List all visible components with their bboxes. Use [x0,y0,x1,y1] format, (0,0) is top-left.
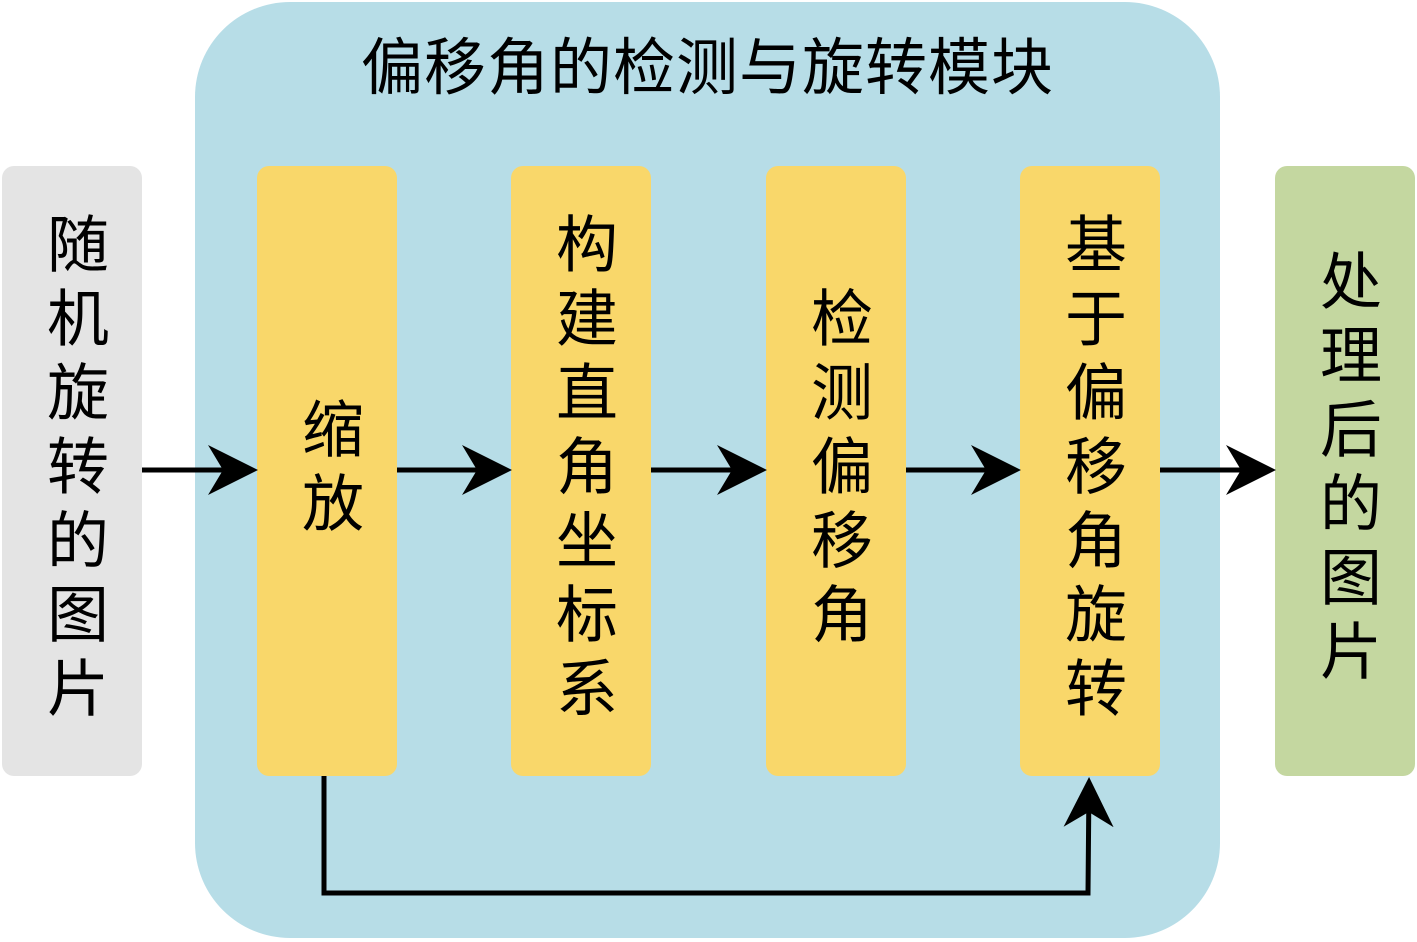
step-scale-label: 缩放 [291,397,364,545]
input-image-box: 随机旋转的图片 [2,166,142,776]
module-title: 偏移角的检测与旋转模块 [360,31,1054,104]
step-coordinate-system-box: 构建直角坐标系 [511,166,651,776]
output-image-box: 处理后的图片 [1275,166,1415,776]
step-rotate-box: 基于偏移角旋转 [1020,166,1160,776]
output-image-label: 处理后的图片 [1309,249,1382,693]
step-rotate-label: 基于偏移角旋转 [1054,212,1127,730]
step-scale-box: 缩放 [257,166,397,776]
step-detect-angle-label: 检测偏移角 [800,286,873,656]
input-image-label: 随机旋转的图片 [36,212,109,730]
step-coordinate-system-label: 构建直角坐标系 [545,212,618,730]
step-detect-angle-box: 检测偏移角 [766,166,906,776]
